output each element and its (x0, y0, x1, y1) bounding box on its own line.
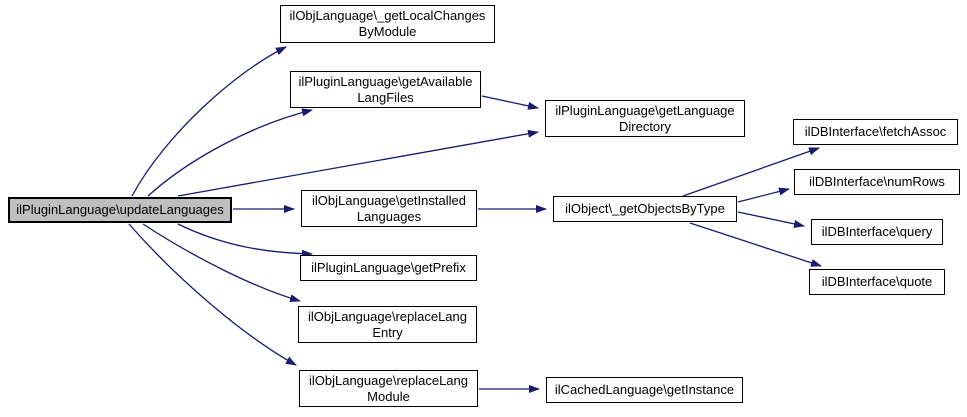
node-ilpluginlanguage-getprefix[interactable]: ilPluginLanguage\getPrefix (300, 255, 477, 281)
edge-updateLanguages-replaceLangModule (128, 223, 297, 366)
edge-getObjectsByType-fetchAssoc (682, 147, 820, 197)
edge-updateLanguages-getLanguageDirectory (177, 129, 539, 197)
edge-getObjectsByType-numRows (737, 187, 790, 203)
node-ildbinterface-fetchassoc[interactable]: ilDBInterface\fetchAssoc (793, 119, 958, 145)
node-ilobjlanguage-getinstalledlanguages[interactable]: ilObjLanguage\getInstalled Languages (301, 190, 477, 227)
node-ilpluginlanguage-getavailablelangfiles[interactable]: ilPluginLanguage\getAvailable LangFiles (290, 71, 481, 108)
node-ilpluginlanguage-getlanguagedirectory[interactable]: ilPluginLanguage\getLanguage Directory (545, 100, 745, 137)
node-ilcachedlanguage-getinstance[interactable]: ilCachedLanguage\getInstance (546, 377, 743, 403)
edge-getObjectsByType-query (737, 211, 805, 228)
edge-updateLanguages-replaceLangEntry (142, 223, 301, 303)
edge-updateLanguages-getPrefix (177, 223, 313, 258)
node-ilobjlanguage-replacelangmodule[interactable]: ilObjLanguage\replaceLang Module (299, 370, 478, 407)
node-ilpluginlanguage-updatelanguages: ilPluginLanguage\updateLanguages (8, 197, 232, 223)
node-ildbinterface-numrows[interactable]: ilDBInterface\numRows (794, 169, 960, 195)
edge-getObjectsByType-quote (689, 222, 822, 267)
edge-updateLanguages-getLocalChangesByModule (131, 46, 287, 197)
edge-updateLanguages-getAvailableLangFiles (147, 108, 313, 197)
node-ilobjlanguage-replacelangentry[interactable]: ilObjLanguage\replaceLang Entry (298, 306, 477, 343)
node-ilobject-getobjectsbytype[interactable]: ilObject\_getObjectsByType (553, 196, 737, 222)
edge-getAvailableLangFiles-getLanguageDirectory (481, 95, 539, 110)
node-ildbinterface-query[interactable]: ilDBInterface\query (811, 219, 943, 245)
node-ildbinterface-quote[interactable]: ilDBInterface\quote (809, 269, 945, 295)
node-ilobjlanguage-getlocalchangesbymodule[interactable]: ilObjLanguage\_getLocalChanges ByModule (280, 5, 495, 43)
